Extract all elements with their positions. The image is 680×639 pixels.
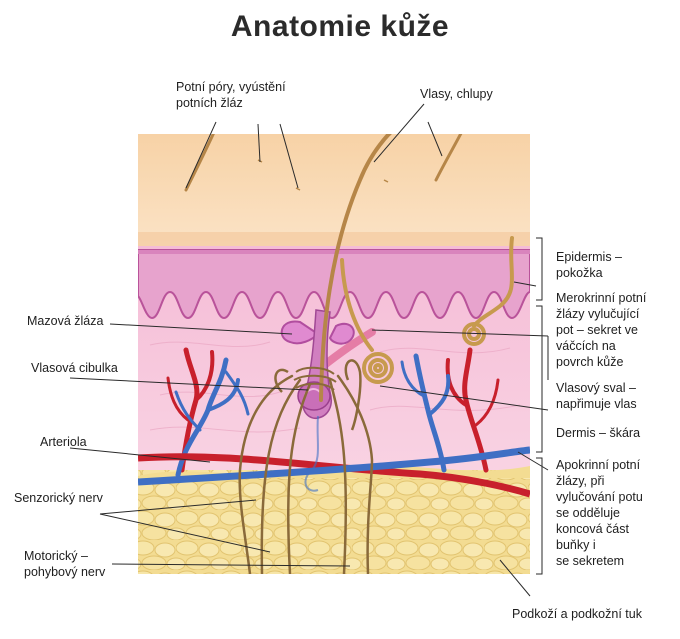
subcutis-layer (138, 470, 530, 574)
label-merocrine: Merokrinní potní žlázy vylučující pot – … (556, 291, 647, 369)
label-sweat-pores: Potní póry, vyústění potních žláz (176, 80, 286, 110)
label-epidermis: Epidermis – pokožka (556, 250, 622, 280)
label-hair-bulb: Vlasová cibulka (31, 361, 118, 375)
label-sebaceous: Mazová žláza (27, 314, 104, 328)
hair-shaft (319, 134, 392, 402)
label-subcutis: Podkoží a podkožní tuk (512, 607, 642, 621)
label-apocrine: Apokrinní potní žlázy, při vylučování po… (556, 458, 643, 568)
leader-lines (69, 103, 549, 597)
label-arteriole: Arteriola (40, 435, 87, 449)
left-vessel-tree (166, 347, 250, 478)
page-title: Anatomie kůže (230, 10, 450, 43)
basal-layer (138, 249, 530, 320)
label-arrector: Vlasový sval – napřimuje vlas (556, 381, 637, 411)
label-sensory-nerve: Senzorický nerv (14, 491, 103, 505)
epidermis-layer (138, 134, 530, 246)
vein (138, 446, 530, 486)
layer-brackets (536, 237, 543, 575)
label-dermis: Dermis – škára (556, 426, 641, 440)
nerves (238, 374, 374, 574)
right-vessel-tree (400, 347, 500, 473)
apocrine-gland (304, 415, 319, 492)
artery (138, 453, 530, 498)
surface-hairs (184, 134, 463, 192)
label-hairs: Vlasy, chlupy (420, 87, 493, 101)
label-motor-nerve: Motorický – pohybový nerv (24, 549, 106, 579)
